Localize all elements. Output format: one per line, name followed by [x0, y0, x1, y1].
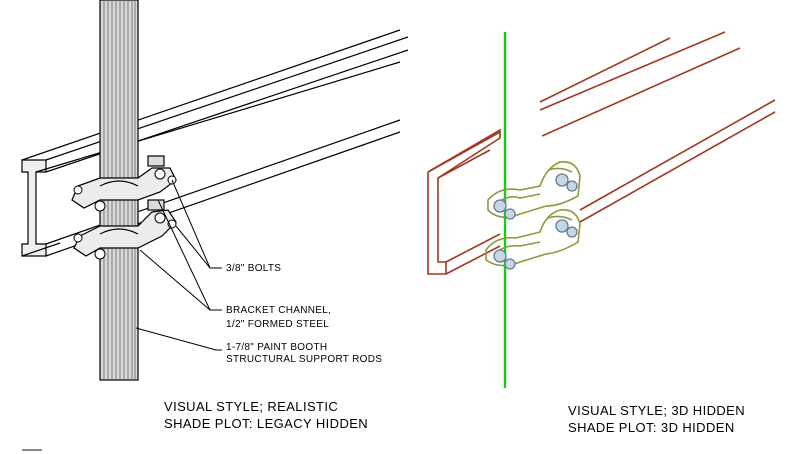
- beam-web-edge: [35, 61, 401, 173]
- bolt-icon: [94, 200, 106, 212]
- beam-end-face: [21, 159, 47, 257]
- bolt-icon: [566, 180, 578, 192]
- bolts-right: [493, 173, 578, 270]
- beam-right-top: [427, 131, 501, 173]
- callout-bracket-line1: BRACKET CHANNEL,: [226, 305, 331, 316]
- bolt-icon: [504, 258, 516, 270]
- beam-right-bottom-far: [579, 99, 776, 211]
- bolt-icon: [555, 173, 569, 187]
- callout-rods-line1: 1-7/8" PAINT BOOTH: [226, 342, 327, 353]
- bracket-left-upper: [71, 155, 177, 209]
- beam-right-bottom: [445, 245, 501, 275]
- leader-bolts-2: [175, 225, 222, 269]
- caption-left-line2: SHADE PLOT: LEGACY HIDDEN: [164, 416, 368, 431]
- bolt-icon: [493, 199, 507, 213]
- beam-right: [427, 31, 776, 275]
- bolt-icon: [555, 219, 569, 233]
- beam-bottom-outer: [21, 242, 61, 257]
- bolt-icon: [566, 226, 578, 238]
- callout-rods-line2: STRUCTURAL SUPPORT RODS: [226, 354, 382, 365]
- beam-right-mid-far: [541, 47, 741, 137]
- right-view: VISUAL STYLE; 3D HIDDEN SHADE PLOT: 3D H…: [427, 31, 776, 435]
- beam-right-bottom-far2: [579, 111, 776, 223]
- corner-mark: [22, 449, 42, 451]
- beam-top-edge: [21, 29, 401, 161]
- bolt-icon: [73, 233, 83, 243]
- callout-bolts: 3/8" BOLTS: [226, 263, 281, 274]
- bolt-icon: [154, 212, 166, 224]
- caption-left-line1: VISUAL STYLE; REALISTIC: [164, 399, 338, 414]
- beam-right-web: [445, 233, 501, 263]
- bolt-icon: [94, 248, 106, 260]
- caption-right-line1: VISUAL STYLE; 3D HIDDEN: [568, 403, 745, 418]
- beam-right-top-far2: [539, 31, 726, 111]
- bracket-left-lower: [73, 199, 177, 257]
- caption-right-line2: SHADE PLOT: 3D HIDDEN: [568, 420, 735, 435]
- bolt-icon: [154, 168, 166, 180]
- leader-lines: [135, 179, 222, 351]
- beam-right-top-far: [539, 37, 671, 103]
- bolt-icon: [493, 249, 507, 263]
- leader-bracket-2: [139, 249, 211, 311]
- bolt-icon: [504, 208, 516, 220]
- beam-right-flange: [437, 149, 491, 179]
- left-view: 3/8" BOLTS BRACKET CHANNEL, 1/2" FORMED …: [21, 0, 409, 431]
- callout-bracket-line2: 1/2" FORMED STEEL: [226, 319, 329, 330]
- beam-left: [21, 29, 409, 257]
- leader-rods: [135, 327, 222, 351]
- bolt-icon: [73, 185, 83, 195]
- bolts-left: [73, 168, 177, 260]
- leader-bolts-1: [171, 179, 211, 269]
